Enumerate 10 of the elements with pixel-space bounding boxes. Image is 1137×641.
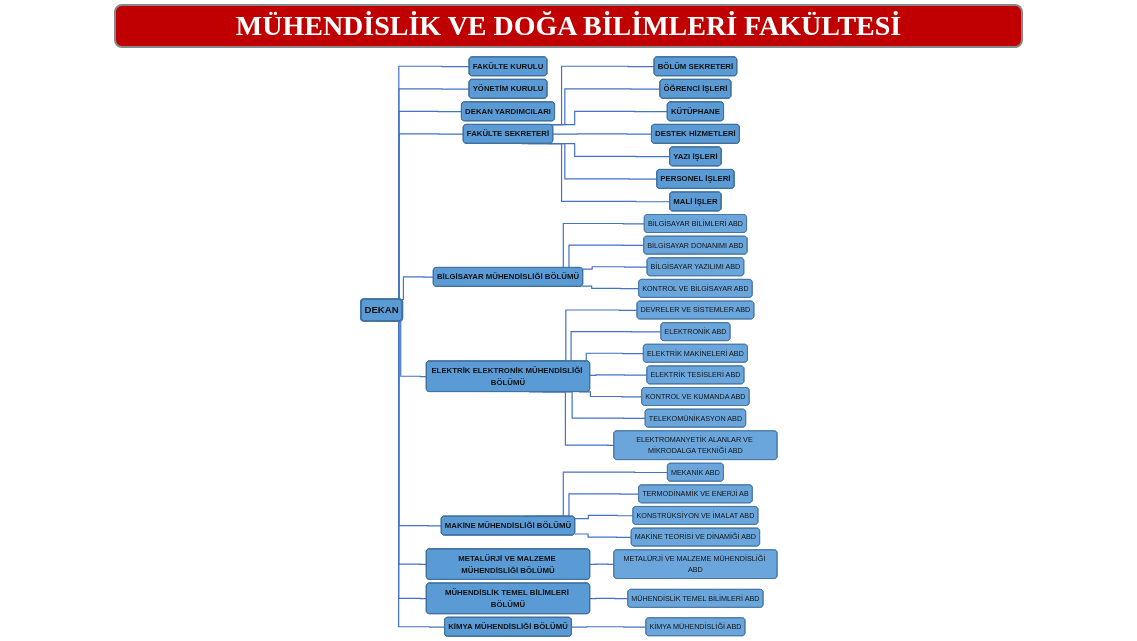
title-banner: MÜHENDİSLİK VE DOĞA BİLİMLERİ FAKÜLTESİ bbox=[113, 4, 1024, 48]
connector bbox=[588, 597, 629, 600]
connector bbox=[570, 626, 647, 628]
connector bbox=[581, 266, 648, 270]
connector bbox=[551, 133, 652, 135]
connector bbox=[580, 285, 639, 290]
connector bbox=[573, 514, 634, 520]
connector bbox=[588, 563, 615, 565]
connector bbox=[588, 374, 648, 376]
connector bbox=[573, 533, 632, 538]
